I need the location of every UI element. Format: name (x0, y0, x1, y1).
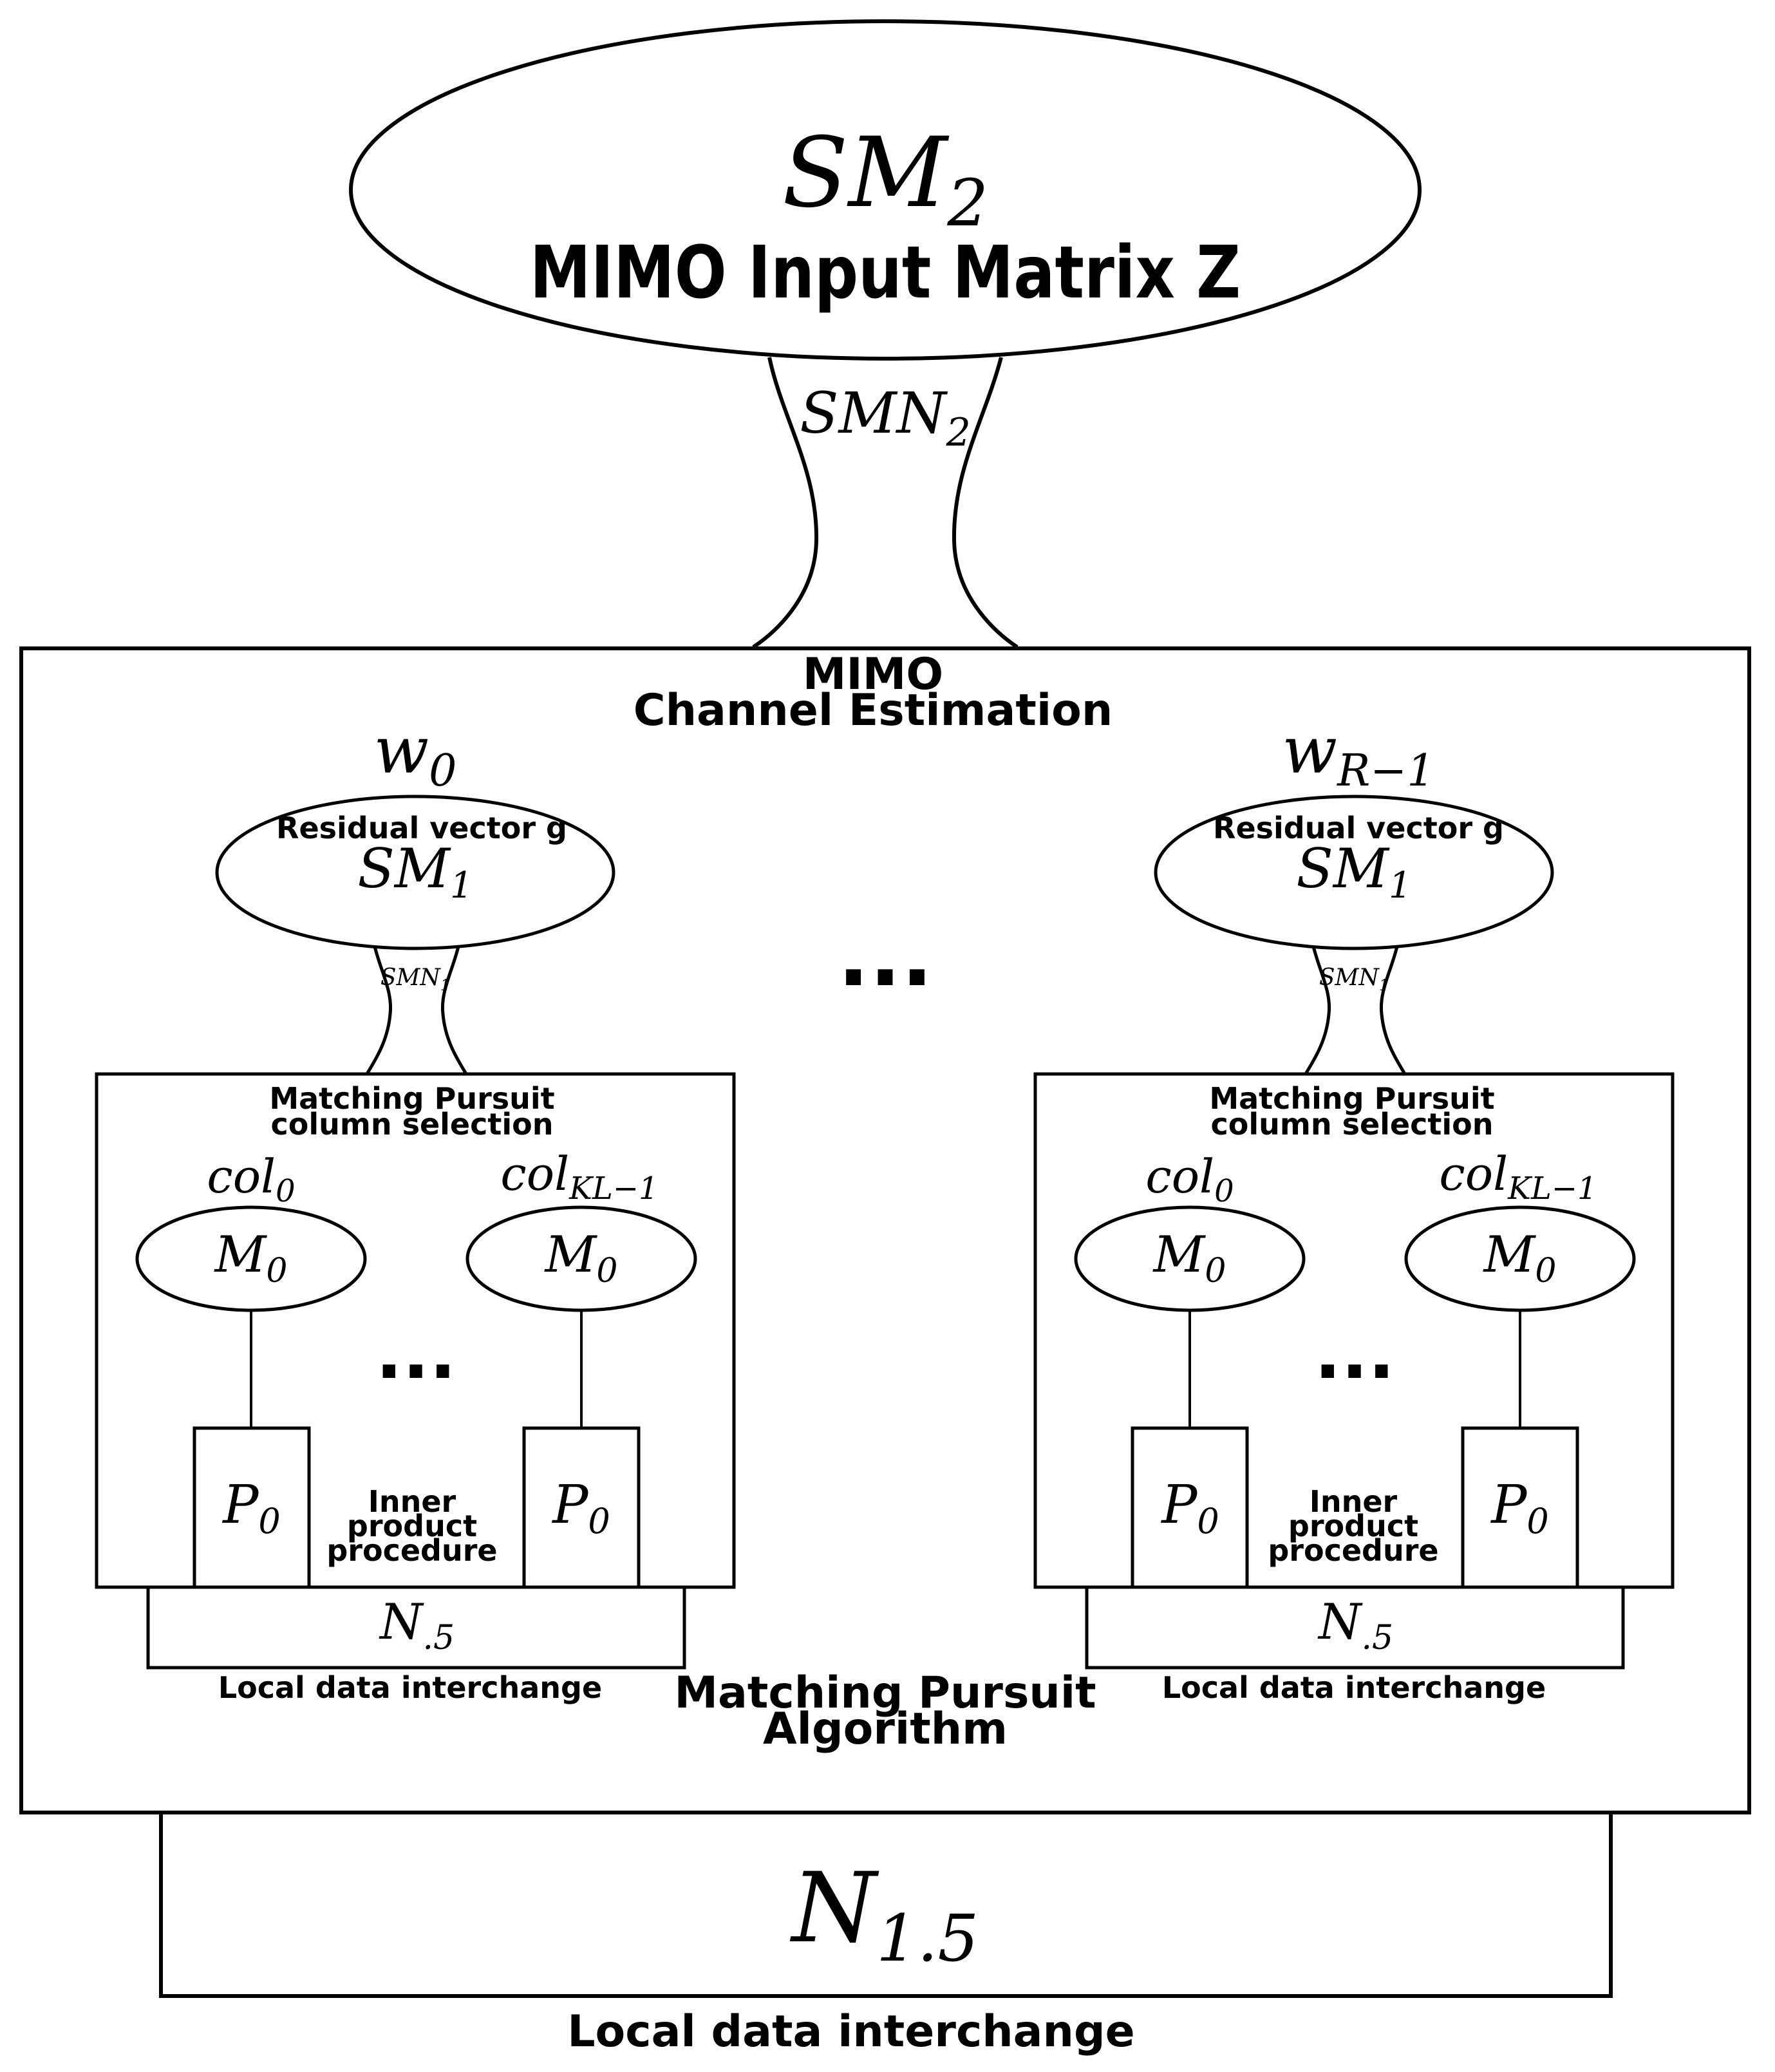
worker-left-label: w0 (374, 713, 457, 796)
worker-left-mp-title-line1: Matching Pursuit (269, 1081, 554, 1116)
worker-right-col0-label: col0 (1145, 1149, 1234, 1209)
worker-right-col1-processor-label: P0 (1490, 1474, 1549, 1541)
worker-right-ellipsis: ... (1314, 1312, 1395, 1395)
worker-right-col1-label: colKL−1 (1439, 1147, 1597, 1207)
worker-right-link-right-edge (1379, 946, 1407, 1075)
worker-right-residual-label: Residual vector g (1213, 811, 1504, 845)
top-link: SMN2 (752, 357, 1019, 649)
bottom-network-box (159, 1811, 1613, 1998)
worker-left-col1-memory-label: M0 (544, 1226, 618, 1290)
worker-left-col0-memory-label: M0 (214, 1226, 288, 1290)
worker-right-inner-line2: product (1288, 1509, 1418, 1543)
worker-right-memory-ellipse (1154, 795, 1554, 950)
worker-left-network-label: N.5 (379, 1593, 455, 1657)
worker-right-col1-memory-label: M0 (1483, 1226, 1557, 1290)
worker-left-col0-processor-label: P0 (221, 1474, 281, 1541)
outer-title-line2: Channel Estimation (634, 685, 1113, 736)
outer-ellipsis: ... (838, 907, 933, 1005)
top-link-label: SMN2 (800, 380, 971, 455)
top-memory-label: SM2 (782, 117, 988, 241)
worker-left-residual-label: Residual vector g (276, 811, 567, 845)
worker-left-link-label: SMN1 (380, 965, 450, 994)
worker-right-col0-processor-label: P0 (1160, 1474, 1219, 1541)
worker-right-col0-memory-label: M0 (1152, 1226, 1226, 1290)
top-memory-ellipse (349, 19, 1422, 361)
top-link-right-edge (952, 357, 1019, 649)
top-memory-title: MIMO Input Matrix Z (530, 231, 1241, 315)
worker-left-col0-label: col0 (207, 1149, 295, 1209)
worker-left-inner-line3: procedure (326, 1533, 497, 1568)
algorithm-title-line2: Algorithm (763, 1704, 1008, 1755)
worker-left-memory-ellipse (215, 795, 615, 950)
worker-right-label: wR−1 (1282, 713, 1434, 796)
worker-right-network-caption: Local data interchange (1162, 1670, 1546, 1705)
bottom-network: N1.5 Local data interchange (159, 1811, 1613, 2057)
worker-left-link-left-edge (365, 946, 393, 1075)
worker-right-inner-line1: Inner (1310, 1484, 1398, 1519)
worker-right-link-left-edge (1304, 946, 1331, 1075)
outer-box: MIMO Channel Estimation ... Matching Pur… (19, 646, 1751, 1814)
worker-right-link-label: SMN1 (1319, 965, 1389, 994)
worker-right-inner-line3: procedure (1268, 1533, 1438, 1568)
worker-left-inner-line2: product (347, 1509, 477, 1543)
worker-left-link-right-edge (440, 946, 468, 1075)
algorithm-title-line1: Matching Pursuit (674, 1668, 1096, 1719)
outer-title-line1: MIMO (803, 649, 943, 700)
worker-right-network (1085, 1585, 1625, 1670)
worker-right: wR−1 Residual vector g SM1 SMN1 Matching… (1033, 713, 1675, 1705)
worker-left-col1-label: colKL−1 (500, 1147, 658, 1207)
worker-left-inner-line1: Inner (368, 1484, 456, 1519)
bottom-network-caption: Local data interchange (567, 2006, 1135, 2057)
worker-left: w0 Residual vector g SM1 SMN1 Matching P… (95, 713, 736, 1705)
worker-left-memory-label: SM1 (357, 837, 473, 907)
top-link-left-edge (752, 357, 819, 649)
worker-right-mp-title-line1: Matching Pursuit (1209, 1081, 1494, 1116)
worker-left-ellipsis: ... (375, 1312, 456, 1395)
top-shared-memory: SM2 MIMO Input Matrix Z (349, 19, 1422, 361)
worker-left-network (146, 1585, 686, 1670)
bottom-network-label: N1.5 (790, 1852, 979, 1976)
worker-left-mp-title-line2: column selection (271, 1107, 554, 1142)
worker-right-network-label: N.5 (1317, 1593, 1393, 1657)
worker-right-mp-title-line2: column selection (1211, 1107, 1494, 1142)
worker-right-memory-label: SM1 (1296, 837, 1411, 907)
worker-left-col1-processor-label: P0 (551, 1474, 610, 1541)
worker-left-network-caption: Local data interchange (218, 1670, 602, 1705)
